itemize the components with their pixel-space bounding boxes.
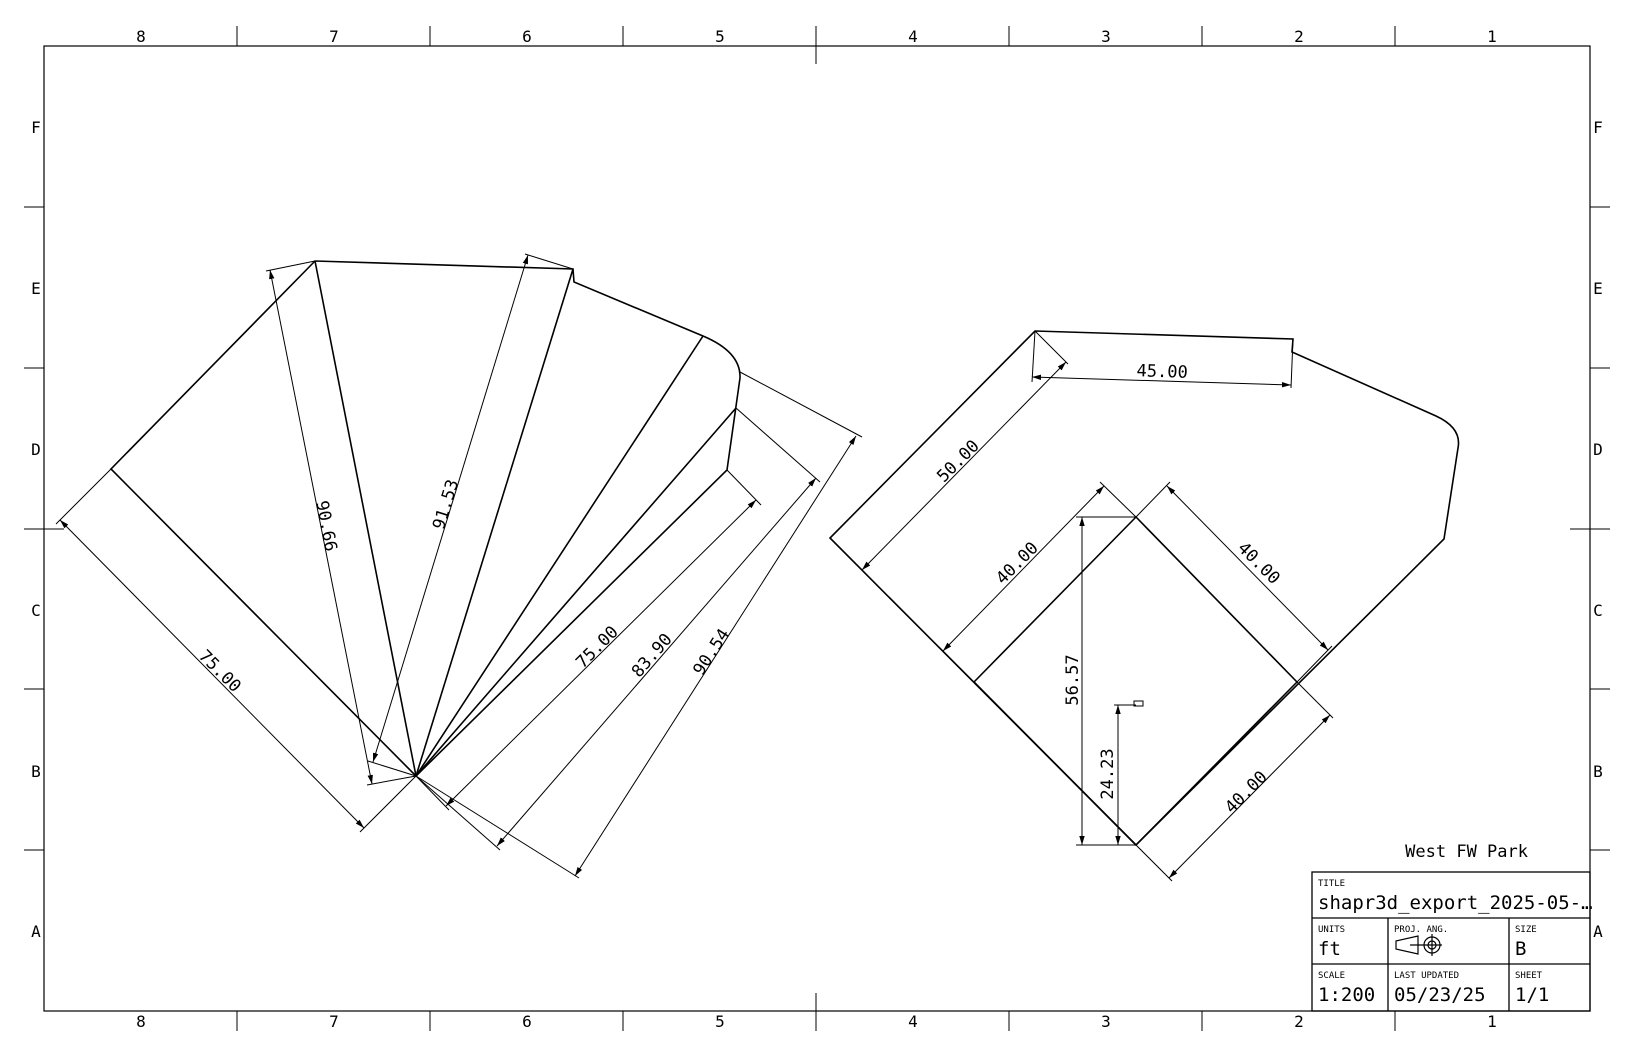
title-label: TITLE <box>1318 879 1345 889</box>
zone-row-left: A <box>31 922 41 941</box>
zone-row-right: B <box>1593 762 1603 781</box>
drawing-frame <box>43 45 1591 1012</box>
dim-right-40-left: 40.00 <box>992 538 1042 588</box>
zone-row-left: B <box>31 762 41 781</box>
zone-col-top: 7 <box>329 27 339 46</box>
zone-col-bottom: 7 <box>329 1012 339 1031</box>
zone-row-right: E <box>1593 279 1603 298</box>
zone-col-bottom: 3 <box>1101 1012 1111 1031</box>
sheet-value: 1/1 <box>1515 984 1549 1006</box>
zone-col-bottom: 4 <box>908 1012 918 1031</box>
zone-col-top: 6 <box>522 27 532 46</box>
zone-row-right: F <box>1593 118 1603 137</box>
size-label: SIZE <box>1515 925 1537 935</box>
dim-right-50: 50.00 <box>933 436 983 486</box>
zone-row-left: E <box>31 279 41 298</box>
zone-row-right: A <box>1593 922 1603 941</box>
last-updated-label: LAST UPDATED <box>1394 971 1459 981</box>
dim-left-75-inner: 75.00 <box>572 622 622 672</box>
dim-right-40-lower: 40.00 <box>1221 767 1271 817</box>
scale-label: SCALE <box>1318 971 1345 981</box>
title-block <box>1311 871 1591 1012</box>
zone-col-bottom: 1 <box>1487 1012 1497 1031</box>
dim-right-24-23: 24.23 <box>1098 748 1118 799</box>
dim-left-75-outer: 75.00 <box>194 646 244 696</box>
zone-col-bottom: 5 <box>715 1012 725 1031</box>
units-label: UNITS <box>1318 925 1345 935</box>
zone-row-left: D <box>31 440 41 459</box>
zone-row-right: C <box>1593 601 1603 620</box>
dim-right-45: 45.00 <box>1136 361 1188 383</box>
dim-left-90-54: 90.54 <box>689 625 734 679</box>
zone-row-left: F <box>31 118 41 137</box>
first-angle-projection-icon <box>1395 934 1442 956</box>
dim-right-40-right: 40.00 <box>1233 538 1283 588</box>
dim-right-56-57: 56.57 <box>1063 654 1083 705</box>
dim-left-90-66: 90.66 <box>311 499 340 553</box>
right-part-geometry <box>828 330 1460 847</box>
dim-left-83-90: 83.90 <box>628 630 677 682</box>
scale-value: 1:200 <box>1318 984 1375 1006</box>
zone-col-top: 8 <box>136 27 146 46</box>
size-value: B <box>1515 938 1526 960</box>
proj-angle-label: PROJ. ANG. <box>1394 925 1448 935</box>
last-updated-value: 05/23/25 <box>1394 984 1486 1006</box>
title-value: shapr3d_export_2025-05-… <box>1318 892 1593 914</box>
left-part-dimensions <box>55 253 863 879</box>
zone-col-top: 2 <box>1294 27 1304 46</box>
dim-left-91-53: 91.53 <box>429 477 463 532</box>
zone-col-top: 1 <box>1487 27 1497 46</box>
drawing-name: West FW Park <box>1405 842 1528 862</box>
zone-row-left: C <box>31 601 41 620</box>
zone-col-top: 5 <box>715 27 725 46</box>
zone-ticks <box>24 26 1610 1031</box>
zone-col-bottom: 6 <box>522 1012 532 1031</box>
zone-col-bottom: 2 <box>1294 1012 1304 1031</box>
zone-row-right: D <box>1593 440 1603 459</box>
units-value: ft <box>1318 938 1341 960</box>
left-part-geometry <box>109 260 741 778</box>
right-part-dimensions <box>829 330 1334 882</box>
zone-col-top: 3 <box>1101 27 1111 46</box>
zone-col-top: 4 <box>908 27 918 46</box>
sheet-label: SHEET <box>1515 971 1543 981</box>
zone-col-bottom: 8 <box>136 1012 146 1031</box>
